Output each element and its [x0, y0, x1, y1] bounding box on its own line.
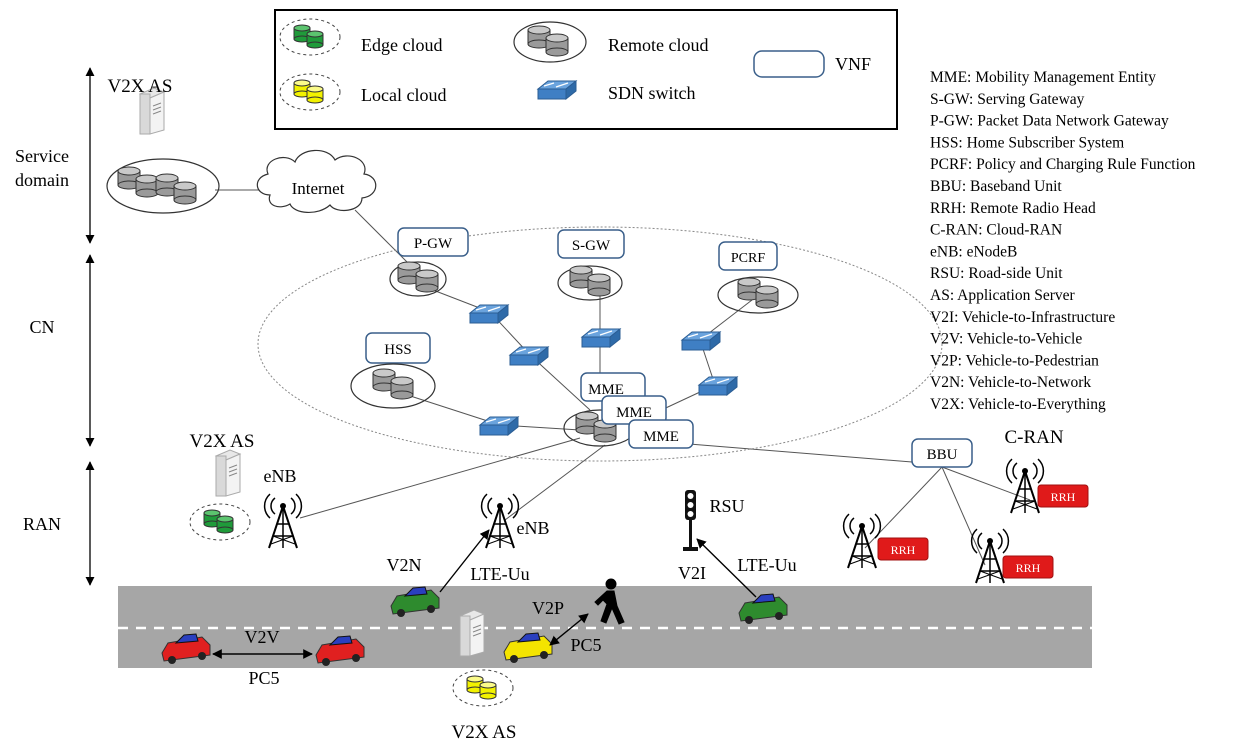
- legend-vnf-label: VNF: [835, 54, 871, 74]
- abbreviation-item: AS: Application Server: [930, 287, 1075, 304]
- sgw-vnf: [557, 229, 625, 259]
- abbreviation-item: PCRF: Policy and Charging Rule Function: [930, 156, 1196, 173]
- rrh-tower-2: [842, 513, 882, 569]
- mme-label-2: MME: [616, 405, 652, 421]
- local-cloud-road: [452, 669, 514, 707]
- bbu-label: BBU: [927, 447, 958, 463]
- sgw-remote-cloud: [557, 265, 623, 301]
- pgw-label: P-GW: [414, 236, 453, 252]
- enb-tower-1: [263, 493, 303, 549]
- internet-cloud-icon: [256, 149, 377, 213]
- rrh-badge-3: [1002, 555, 1054, 579]
- legend-local-cloud-label: Local cloud: [361, 85, 446, 105]
- v2x-as-ran-label: V2X AS: [190, 431, 255, 452]
- abbreviation-item: C-RAN: Cloud-RAN: [930, 222, 1062, 239]
- hss-vnf: [365, 332, 431, 364]
- pgw-vnf: [397, 227, 469, 257]
- abbreviation-item: P-GW: Packet Data Network Gateway: [930, 113, 1169, 130]
- hss-remote-cloud: [350, 363, 436, 409]
- v2v-label: V2V: [245, 627, 280, 647]
- edge-cloud-ran: [189, 503, 251, 541]
- legend-remote-cloud-label: Remote cloud: [608, 35, 708, 55]
- service-domain-label-line1: Service: [15, 146, 69, 166]
- abbreviation-item: V2N: Vehicle-to-Network: [930, 374, 1091, 391]
- core-network-boundary: [257, 226, 943, 462]
- rrh-badge-1: [1037, 484, 1089, 508]
- internet-label: Internet: [292, 179, 345, 198]
- sdn-switch-3: [581, 328, 621, 348]
- rsu-traffic-light-icon: [683, 490, 698, 551]
- pc5-label-2: PC5: [248, 668, 279, 688]
- pcrf-label: PCRF: [731, 251, 765, 266]
- pgw-remote-cloud: [389, 261, 447, 297]
- lte-uu-label-2: LTE-Uu: [737, 555, 796, 575]
- v2x-as-server-road: [459, 609, 485, 657]
- sdn-switch-6: [479, 416, 519, 436]
- abbreviation-item: V2P: Vehicle-to-Pedestrian: [930, 352, 1099, 369]
- v2x-as-bottom-label: V2X AS: [452, 722, 517, 742]
- rrh-label-3: RRH: [1016, 561, 1041, 575]
- enb-tower-2: [480, 493, 520, 549]
- mme-label-1: MME: [588, 382, 624, 398]
- abbreviation-item: S-GW: Serving Gateway: [930, 91, 1085, 108]
- v2p-label: V2P: [532, 598, 564, 618]
- sdn-switch-5: [698, 376, 738, 396]
- edge-cloud-legend-icon: [279, 18, 341, 56]
- cn-label: CN: [29, 317, 54, 337]
- legend-sdn-switch-label: SDN switch: [608, 83, 696, 103]
- v2x-as-top-label: V2X AS: [108, 76, 173, 97]
- sdn-switch-2: [509, 346, 549, 366]
- mme-label-3: MME: [643, 429, 679, 445]
- rrh-label-2: RRH: [891, 543, 916, 557]
- rrh-label-1: RRH: [1051, 490, 1076, 504]
- local-cloud-legend-icon: [279, 73, 341, 111]
- communication-arrows: [212, 529, 757, 659]
- legend-box: Edge cloud Remote cloud VNF Local cloud …: [274, 9, 898, 130]
- enb-label-1: eNB: [264, 466, 297, 486]
- remote-cloud-legend-icon: [513, 21, 587, 63]
- abbreviation-item: V2V: Vehicle-to-Vehicle: [930, 331, 1082, 348]
- abbreviation-item: eNB: eNodeB: [930, 243, 1017, 260]
- enb-label-2: eNB: [517, 518, 550, 538]
- v2n-label: V2N: [387, 555, 422, 575]
- ran-label: RAN: [23, 514, 61, 534]
- vnf-legend-icon: [753, 50, 825, 78]
- abbreviation-item: RSU: Road-side Unit: [930, 265, 1063, 282]
- abbreviation-item: MME: Mobility Management Entity: [930, 69, 1156, 86]
- sdn-switch-1: [469, 304, 509, 324]
- v2x-as-server-ran: [215, 449, 241, 497]
- rsu-label: RSU: [709, 496, 744, 516]
- pcrf-remote-cloud: [717, 276, 799, 314]
- service-domain-label-line2: domain: [15, 170, 69, 190]
- mme-vnf-3: [628, 419, 694, 449]
- lte-uu-label-1: LTE-Uu: [470, 564, 529, 584]
- v2i-label: V2I: [678, 563, 706, 583]
- abbreviation-item: HSS: Home Subscriber System: [930, 134, 1124, 151]
- abbreviation-item: V2X: Vehicle-to-Everything: [930, 396, 1106, 413]
- cran-label: C-RAN: [1004, 427, 1063, 448]
- abbreviation-item: BBU: Baseband Unit: [930, 178, 1062, 195]
- sgw-label: S-GW: [572, 238, 611, 254]
- pedestrian-icon: [594, 578, 625, 625]
- abbreviation-item: RRH: Remote Radio Head: [930, 200, 1096, 217]
- remote-cloud-service: [106, 158, 220, 214]
- bbu-vnf: [911, 438, 973, 468]
- legend-edge-cloud-label: Edge cloud: [361, 35, 442, 55]
- hss-label: HSS: [384, 342, 412, 358]
- sdn-switch-4: [681, 331, 721, 351]
- pc5-label-1: PC5: [570, 635, 601, 655]
- pcrf-vnf: [718, 241, 778, 271]
- abbreviation-item: V2I: Vehicle-to-Infrastructure: [930, 309, 1115, 326]
- rrh-badge-2: [877, 537, 929, 561]
